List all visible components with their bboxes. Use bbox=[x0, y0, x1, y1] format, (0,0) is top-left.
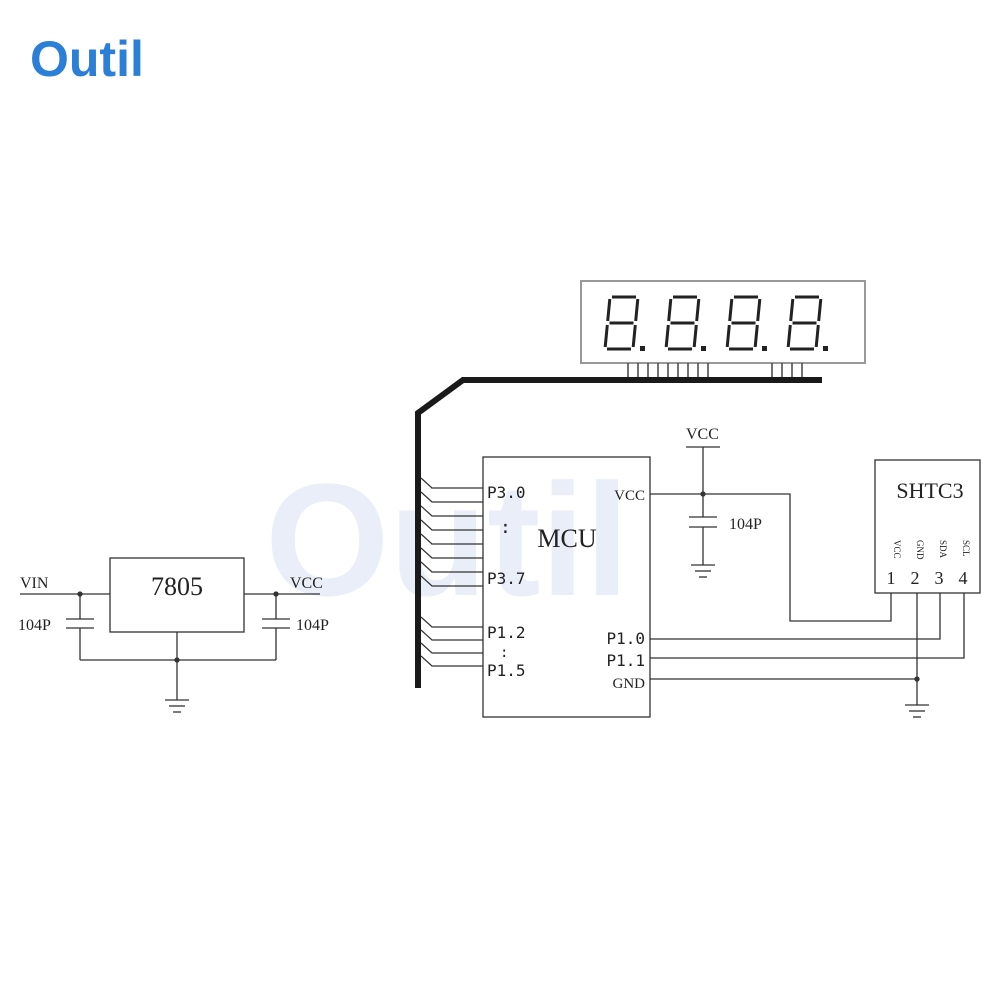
sensor-pin-name-sda: SDA bbox=[938, 540, 948, 559]
digit-1-segment-e bbox=[603, 324, 609, 348]
mcu-section: MCU P3.0 : P3.7 P1.2 : P1.5 VCC P1.0 P1.… bbox=[482, 456, 651, 718]
sensor-pin-2: 2 bbox=[911, 568, 920, 588]
digit-1-decimal-point bbox=[640, 346, 645, 351]
ground-symbol-regulator bbox=[165, 699, 189, 713]
pin-p1-0: P1.0 bbox=[606, 629, 645, 648]
decoupling-vcc-label: VCC bbox=[686, 426, 719, 443]
digit-3-segment-f bbox=[728, 298, 734, 322]
data-bus bbox=[415, 377, 822, 688]
sensor-wiring bbox=[650, 493, 965, 718]
ground-symbol-decoupling bbox=[691, 564, 715, 578]
pin-gnd: GND bbox=[613, 676, 646, 692]
logo-text: Outil bbox=[30, 31, 144, 87]
digit-3-decimal-point bbox=[762, 346, 767, 351]
digit-2-segment-e bbox=[664, 324, 670, 348]
digit-4-segment-c bbox=[814, 324, 820, 348]
digit-2-segment-c bbox=[692, 324, 698, 348]
decoupling-section: VCC 104P bbox=[686, 426, 762, 578]
digit-2-segment-f bbox=[667, 298, 673, 322]
decoupling-cap-label: 104P bbox=[729, 516, 762, 533]
pin-p3-0: P3.0 bbox=[487, 483, 526, 502]
pin-p3-7: P3.7 bbox=[487, 569, 526, 588]
display-digits bbox=[603, 295, 828, 351]
digit-4-segment-e bbox=[786, 324, 792, 348]
mcu-box bbox=[482, 456, 651, 718]
digit-1-segment-f bbox=[606, 298, 612, 322]
cap-out-label: 104P bbox=[296, 617, 329, 634]
pin-ellipsis-p1: : bbox=[500, 645, 508, 661]
vin-label: VIN bbox=[20, 575, 49, 592]
regulator-section: 7805 VIN 104P VCC 104P bbox=[18, 557, 329, 713]
digit-1-segment-c bbox=[631, 324, 637, 348]
pin-p1-5: P1.5 bbox=[487, 661, 526, 680]
outil-logo: Outil bbox=[30, 31, 144, 87]
cap-in-label: 104P bbox=[18, 617, 51, 634]
mcu-label: MCU bbox=[537, 524, 596, 553]
digit-3-segment-e bbox=[725, 324, 731, 348]
seven-segment-display bbox=[580, 280, 866, 380]
digit-2-segment-b bbox=[695, 298, 701, 322]
sensor-box bbox=[874, 459, 981, 594]
digit-4-segment-f bbox=[789, 298, 795, 322]
digit-1-segment-b bbox=[634, 298, 640, 322]
regulator-label: 7805 bbox=[151, 572, 203, 601]
sensor-pin-4: 4 bbox=[959, 568, 968, 588]
watermark-text: Outil bbox=[265, 450, 629, 629]
digit-3-segment-b bbox=[756, 298, 762, 322]
sensor-pin-name-scl: SCL bbox=[961, 540, 971, 557]
sensor-label: SHTC3 bbox=[896, 478, 963, 503]
bus-branches bbox=[420, 477, 483, 667]
sensor-pin-1: 1 bbox=[887, 568, 896, 588]
pin-p1-2: P1.2 bbox=[487, 623, 526, 642]
pin-ellipsis-p3: : bbox=[500, 517, 511, 538]
sensor-pin-3: 3 bbox=[935, 568, 944, 588]
sensor-section: SHTC3 VCC GND SDA SCL 1 2 3 4 bbox=[874, 459, 981, 594]
digit-4-segment-b bbox=[817, 298, 823, 322]
vcc-out-label: VCC bbox=[290, 575, 323, 592]
sensor-pin-name-vcc: VCC bbox=[892, 540, 902, 559]
pin-vcc: VCC bbox=[614, 488, 645, 504]
pin-p1-1: P1.1 bbox=[606, 651, 645, 670]
digit-2-decimal-point bbox=[701, 346, 706, 351]
digit-3-segment-c bbox=[753, 324, 759, 348]
ground-symbol-sensor bbox=[905, 704, 929, 718]
digit-4-decimal-point bbox=[823, 346, 828, 351]
sensor-pin-name-gnd: GND bbox=[915, 540, 925, 560]
